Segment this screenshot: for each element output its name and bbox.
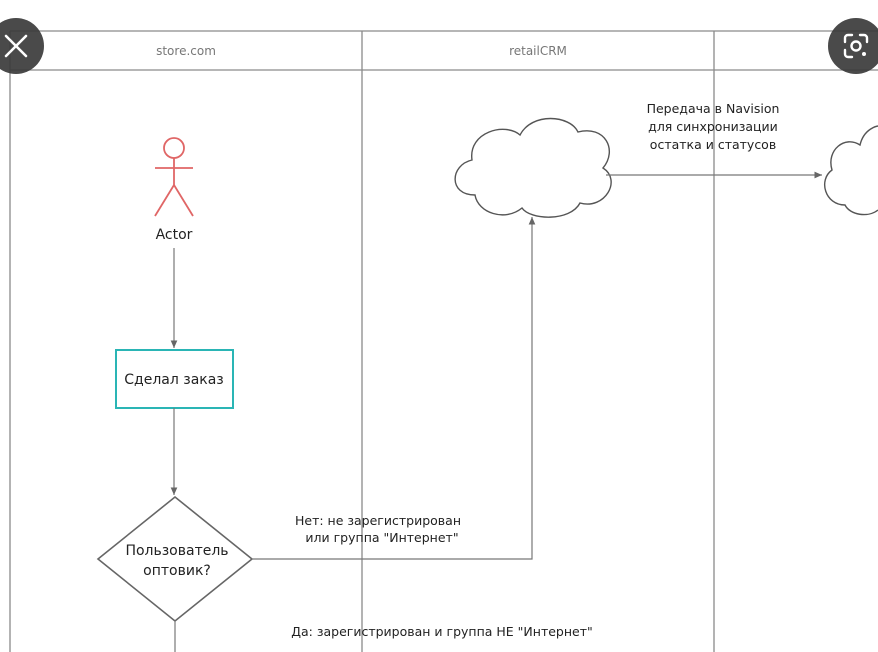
actor-figure	[154, 137, 194, 217]
lane-frame	[9, 30, 878, 652]
edge-navision-label-line2: для синхронизации	[648, 119, 778, 134]
close-button[interactable]	[0, 18, 44, 74]
decision-label-line1: Пользователь	[125, 543, 228, 559]
edge-yes-label: Да: зарегистрирован и группа НЕ "Интерне…	[291, 624, 593, 639]
edge-no-label-line2: или группа "Интернет"	[305, 530, 458, 545]
google-lens-button[interactable]	[828, 18, 878, 74]
decision-label-line2: оптовик?	[143, 563, 211, 579]
edge-navision-label-line1: Передача в Navision	[647, 101, 780, 116]
google-lens-icon	[843, 33, 869, 59]
process-order-label: Сделал заказ	[124, 372, 224, 388]
lane-title-retailcrm: retailCRM	[509, 44, 567, 58]
cloud-navision	[823, 125, 878, 216]
edge-navision-label-line3: остатка и статусов	[650, 137, 776, 152]
decision-wholesale	[96, 495, 254, 623]
close-icon	[4, 34, 28, 58]
lane-title-store: store.com	[156, 44, 216, 58]
cloud-retailcrm	[454, 117, 612, 218]
edge-no-to-retailcrm	[252, 217, 536, 560]
process-order	[115, 349, 234, 409]
actor-label: Actor	[156, 227, 193, 243]
edge-no-label-line1: Нет: не зарегистрирован	[295, 513, 461, 528]
